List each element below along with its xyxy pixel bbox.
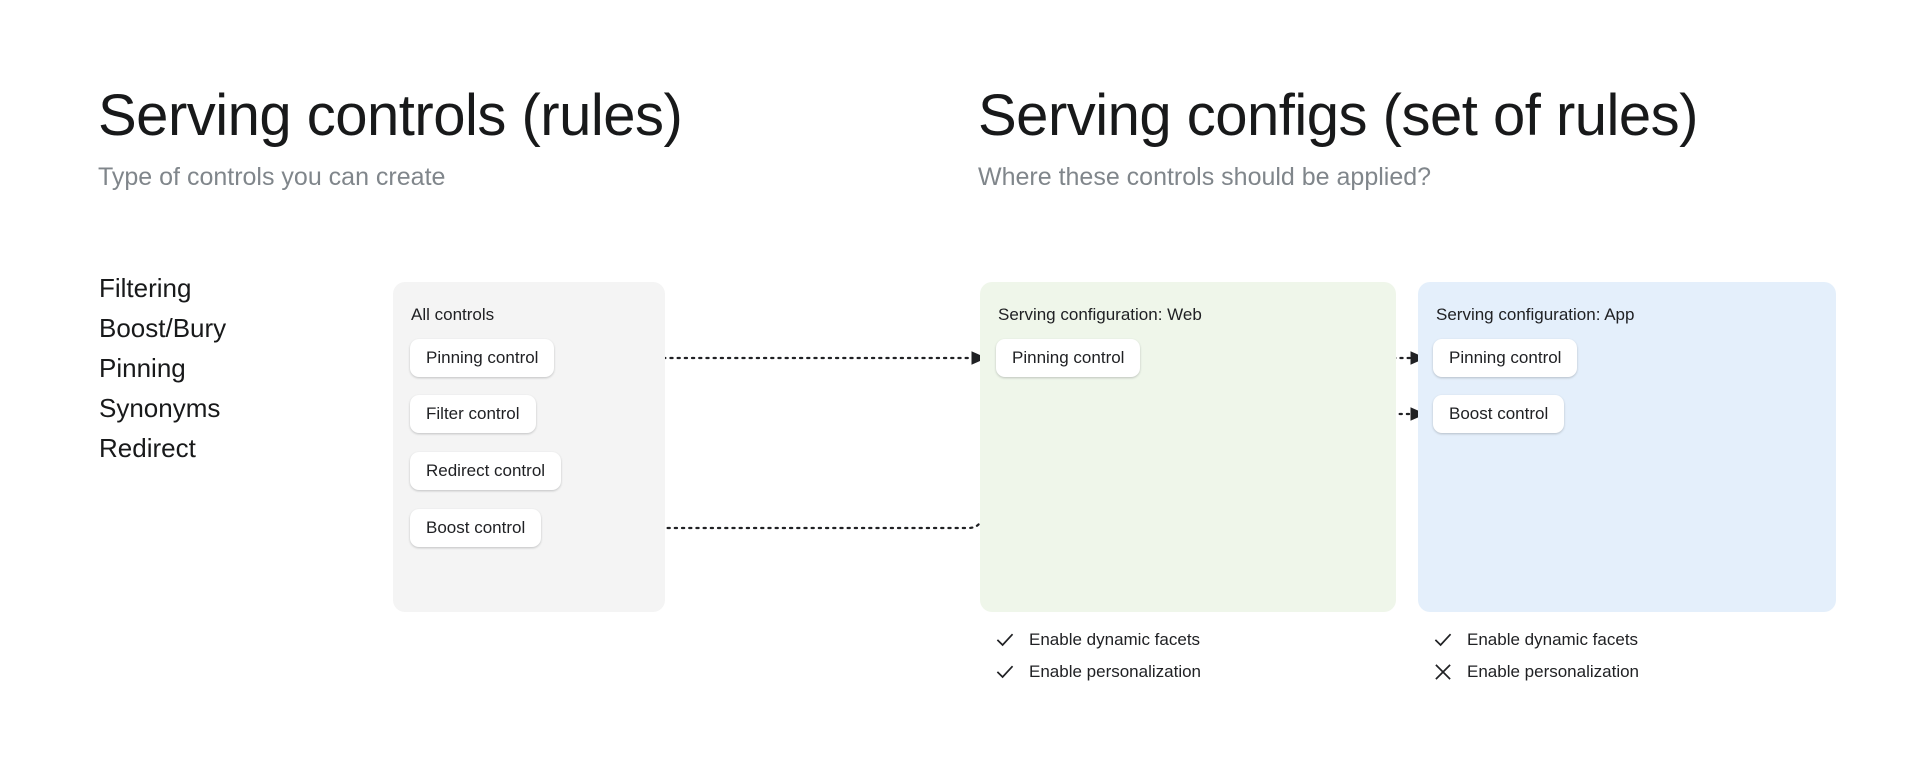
- setting-row-web-personalization: Enable personalization: [993, 656, 1201, 688]
- settings-list-app: Enable dynamic facets Enable personaliza…: [1431, 624, 1639, 688]
- chip-app-boost-control[interactable]: Boost control: [1433, 395, 1565, 433]
- setting-label: Enable dynamic facets: [1467, 630, 1639, 649]
- close-icon: [1431, 660, 1455, 684]
- chip-app-pinning-control[interactable]: Pinning control: [1433, 339, 1578, 377]
- check-icon: [1431, 628, 1455, 652]
- list-item: Boost/Bury: [99, 313, 227, 343]
- chip-label: Filter control: [426, 404, 520, 423]
- page-title-left: Serving controls (rules): [98, 83, 683, 148]
- setting-label: Enable personalization: [1467, 662, 1640, 681]
- control-types-list: Filtering Boost/Bury Pinning Synonyms Re…: [99, 268, 226, 468]
- panel-all-controls-title: All controls: [411, 305, 495, 324]
- setting-row-web-dynamic-facets: Enable dynamic facets: [993, 624, 1201, 656]
- right-column-header: Serving configs (set of rules) Where the…: [978, 84, 1698, 192]
- panel-serving-config-web: Serving configuration: Web: [980, 282, 1396, 612]
- chip-label: Boost control: [426, 518, 526, 537]
- panel-all-controls: All controls: [393, 282, 665, 612]
- page-subtitle-right: Where these controls should be applied?: [978, 163, 1432, 191]
- check-icon: [993, 628, 1017, 652]
- chip-label: Pinning control: [1012, 348, 1125, 367]
- chip-label: Boost control: [1449, 404, 1549, 423]
- setting-label: Enable dynamic facets: [1029, 630, 1201, 649]
- chip-label: Pinning control: [426, 348, 539, 367]
- setting-row-app-personalization: Enable personalization: [1431, 656, 1639, 688]
- page-subtitle-left: Type of controls you can create: [98, 163, 446, 191]
- list-item: Redirect: [99, 433, 196, 463]
- settings-list-web: Enable dynamic facets Enable personaliza…: [993, 624, 1201, 688]
- panel-serving-config-app-title: Serving configuration: App: [1436, 305, 1635, 324]
- chip-label: Pinning control: [1449, 348, 1562, 367]
- chip-all-redirect-control[interactable]: Redirect control: [410, 452, 562, 490]
- left-column-header: Serving controls (rules) Type of control…: [98, 83, 683, 192]
- check-icon: [993, 660, 1017, 684]
- panel-serving-config-app: Serving configuration: App: [1418, 282, 1836, 612]
- list-item: Synonyms: [99, 393, 221, 423]
- list-item: Filtering: [99, 273, 192, 303]
- chip-all-pinning-control[interactable]: Pinning control: [410, 339, 555, 377]
- setting-label: Enable personalization: [1029, 662, 1202, 681]
- panel-serving-config-web-title: Serving configuration: Web: [998, 305, 1202, 324]
- chip-all-boost-control[interactable]: Boost control: [410, 509, 542, 547]
- page-title-right: Serving configs (set of rules): [978, 83, 1698, 148]
- chip-label: Redirect control: [426, 461, 546, 480]
- chip-all-filter-control[interactable]: Filter control: [410, 395, 536, 433]
- list-item: Pinning: [99, 353, 186, 383]
- chip-web-pinning-control[interactable]: Pinning control: [996, 339, 1141, 377]
- setting-row-app-dynamic-facets: Enable dynamic facets: [1431, 624, 1639, 656]
